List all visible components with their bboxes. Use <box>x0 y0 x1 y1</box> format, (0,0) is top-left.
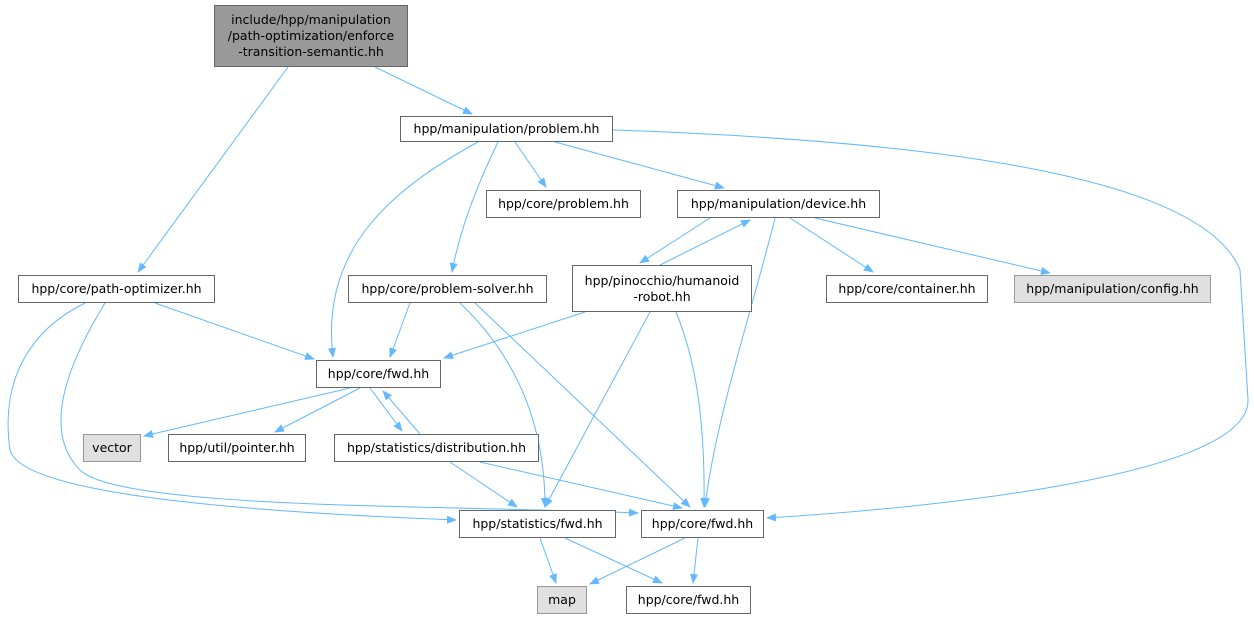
edge-pathopt-to-cfwd1 <box>154 302 315 360</box>
edge-mproblem-to-cproblem <box>514 141 547 188</box>
node-psolver[interactable]: hpp/core/problem-solver.hh <box>348 275 547 303</box>
edge-pathopt-to-cfwd2 <box>60 302 639 517</box>
edge-mproblem-to-cfwd1 <box>327 141 479 358</box>
edge-humanoid-to-sfwd <box>544 311 651 508</box>
edge-psolver-to-cfwd1 <box>389 302 411 358</box>
node-container[interactable]: hpp/core/container.hh <box>826 275 988 303</box>
edge-cfwd1-to-pointer <box>274 387 361 433</box>
node-cfwd2[interactable]: hpp/core/fwd.hh <box>641 510 764 538</box>
edge-distrib-to-sfwd <box>449 461 518 508</box>
edge-mproblem-to-psolver <box>449 141 499 273</box>
edge-psolver-to-cfwd2 <box>474 302 691 508</box>
node-vector: vector <box>83 434 141 462</box>
node-pathopt[interactable]: hpp/core/path-optimizer.hh <box>18 275 215 303</box>
node-mproblem[interactable]: hpp/manipulation/problem.hh <box>400 116 613 142</box>
edge-cfwd1-to-distrib <box>369 387 403 432</box>
edge-cfwd2-to-cfwd3 <box>690 537 699 584</box>
edge-sfwd-to-map <box>539 537 557 584</box>
node-map: map <box>537 586 587 614</box>
edge-root-to-pathopt <box>137 66 289 273</box>
edge-device-to-config <box>814 217 1051 275</box>
edge-mproblem-to-cfwd2 <box>612 129 1249 522</box>
edge-psolver-to-sfwd <box>459 302 549 508</box>
node-distrib[interactable]: hpp/statistics/distribution.hh <box>334 434 539 462</box>
node-sfwd[interactable]: hpp/statistics/fwd.hh <box>459 510 616 538</box>
edge-device-to-container <box>789 217 874 273</box>
node-cfwd3[interactable]: hpp/core/fwd.hh <box>626 586 751 614</box>
edge-humanoid-to-device <box>659 219 751 266</box>
edge-sfwd-to-cfwd3 <box>564 537 663 584</box>
node-cfwd1[interactable]: hpp/core/fwd.hh <box>316 360 441 388</box>
node-cproblem[interactable]: hpp/core/problem.hh <box>486 190 641 218</box>
edge-mproblem-to-device <box>554 141 725 190</box>
edge-pathopt-to-sfwd <box>7 302 457 524</box>
node-device[interactable]: hpp/manipulation/device.hh <box>677 190 880 218</box>
edge-cfwd2-to-map <box>589 537 686 585</box>
edge-distrib-to-cfwd2 <box>479 461 683 510</box>
node-root[interactable]: include/hpp/manipulation /path-optimizat… <box>214 5 408 67</box>
edge-device-to-humanoid <box>639 217 711 264</box>
edge-humanoid-to-cfwd1 <box>443 311 586 360</box>
edge-distrib-to-cfwd1 <box>382 390 421 435</box>
edge-device-to-cfwd2 <box>702 217 776 508</box>
node-pointer[interactable]: hpp/util/pointer.hh <box>168 434 306 462</box>
node-humanoid[interactable]: hpp/pinocchio/humanoid -robot.hh <box>572 265 752 312</box>
edge-root-to-mproblem <box>374 66 473 115</box>
node-config: hpp/manipulation/config.hh <box>1014 275 1211 303</box>
edge-cfwd1-to-vector <box>143 387 351 438</box>
edge-humanoid-to-cfwd2 <box>675 311 709 508</box>
